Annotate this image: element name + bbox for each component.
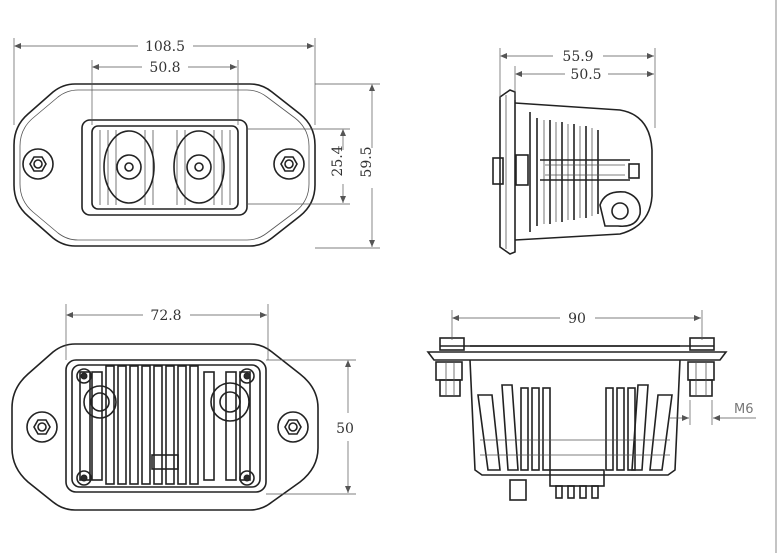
rear-bolt-left <box>26 411 58 443</box>
side-fins <box>529 112 630 232</box>
dim-rear-flange-width: 72.8 <box>150 308 181 324</box>
rear-view: 72.8 50 <box>11 304 356 511</box>
led-left <box>103 130 155 204</box>
dim-front-overall-width: 108.5 <box>145 39 185 55</box>
rear-boss-left <box>83 385 117 419</box>
rear-bolt-right <box>277 411 309 443</box>
dim-front-lens-height: 25.4 <box>330 145 346 176</box>
led-right <box>173 130 225 204</box>
dim-bottom-bolt-spacing: 90 <box>568 311 586 327</box>
dim-side-body-depth: 50.5 <box>570 67 601 83</box>
bottom-bolt-right <box>687 337 715 397</box>
bottom-fins <box>477 384 673 501</box>
front-bolt-left <box>22 148 54 180</box>
front-view: 108.5 50.8 25.4 59.5 <box>13 38 380 249</box>
dim-rear-height: 50 <box>336 421 354 437</box>
lens-ribs <box>99 130 231 205</box>
front-bolt-right <box>273 148 305 180</box>
label-bolt-thread: M6 <box>734 402 754 417</box>
bottom-view: 90 M6 <box>426 310 756 501</box>
rear-boss-right <box>210 382 250 422</box>
dim-side-overall-depth: 55.9 <box>562 49 593 65</box>
dim-front-lens-width: 50.8 <box>149 60 180 76</box>
dim-front-overall-height: 59.5 <box>359 146 375 177</box>
side-view: 55.9 50.5 <box>492 48 656 255</box>
